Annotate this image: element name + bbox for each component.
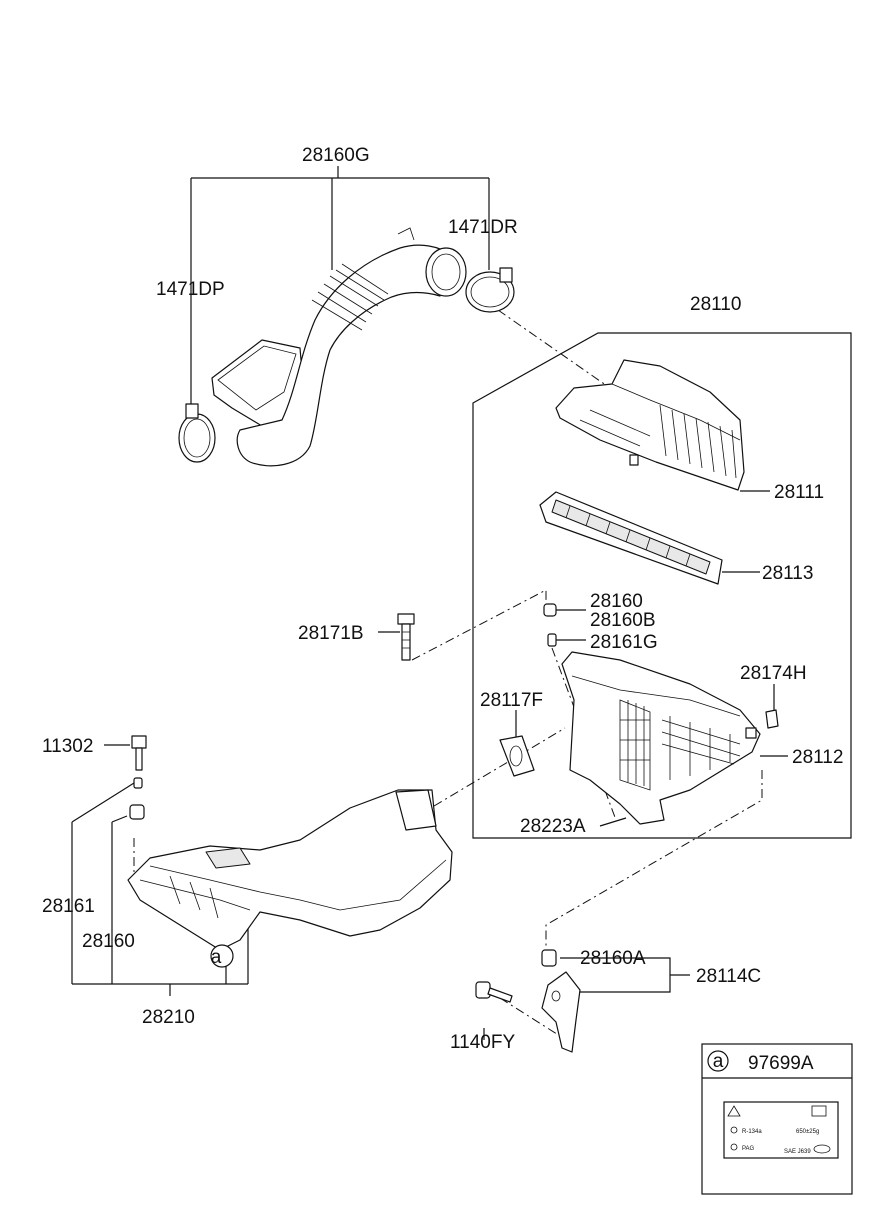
air-cleaner-body (561, 651, 761, 825)
decal-oil: PAG (742, 1146, 755, 1152)
label-28160g: 28160G (302, 145, 370, 166)
label-28160-lower: 28160 (82, 931, 135, 952)
label-28117f: 28117F (480, 690, 543, 711)
clip-28174h (765, 709, 779, 729)
label-28113: 28113 (762, 563, 813, 584)
label-1471dp: 1471DP (156, 279, 225, 300)
hose-clamp-1471dp (178, 403, 216, 463)
bolt-1140fy (475, 981, 513, 1003)
bolt-11302 (129, 735, 147, 820)
label-28110: 28110 (690, 294, 741, 315)
label-28174h: 28174H (740, 663, 807, 684)
intake-duct-upper (211, 227, 467, 467)
label-28171b: 28171B (298, 623, 364, 644)
label-28223a: 28223A (520, 816, 586, 837)
label-28210: 28210 (142, 1007, 195, 1028)
label-28112: 28112 (792, 747, 843, 768)
label-28111: 28111 (774, 482, 824, 503)
label-1140fy: 1140FY (450, 1032, 515, 1053)
label-28161: 28161 (42, 896, 95, 917)
decal-standard: SAE J639 (784, 1149, 811, 1155)
decal-box-97699a (701, 1043, 853, 1195)
bolt-28171b (397, 613, 415, 661)
snowflake-icon (730, 1126, 738, 1134)
label-97699a: 97699A (748, 1053, 814, 1074)
label-11302: 11302 (42, 736, 93, 757)
oil-can-icon (730, 1143, 738, 1151)
label-28114c: 28114C (696, 966, 761, 987)
label-28160b: 28160B (590, 610, 656, 631)
label-1471dr: 1471DR (448, 217, 518, 238)
callout-a-lower (210, 944, 234, 968)
logo-icon (813, 1144, 831, 1154)
decal-refrigerant: R-134a (742, 1129, 762, 1135)
grommet-28117f (499, 735, 535, 777)
label-28161g: 28161G (590, 632, 658, 653)
leader-lines (71, 166, 852, 1040)
part-labels: 28160G 1471DR 1471DP 28110 28111 28113 2… (42, 145, 843, 1155)
callout-letter-decal: a (713, 1051, 724, 1072)
callout-letter-lower: a (211, 947, 222, 968)
label-28160-upper: 28160 (590, 591, 643, 612)
bracket-28114c (541, 949, 581, 1053)
filter-element (539, 491, 723, 585)
label-28160a: 28160A (580, 948, 646, 969)
grommets-top (543, 603, 557, 647)
hose-clamp-1471dr (465, 267, 515, 313)
decal-charge: 650±25g (796, 1129, 819, 1135)
intake-duct-lower (127, 789, 453, 968)
air-cleaner-cover (555, 359, 745, 491)
